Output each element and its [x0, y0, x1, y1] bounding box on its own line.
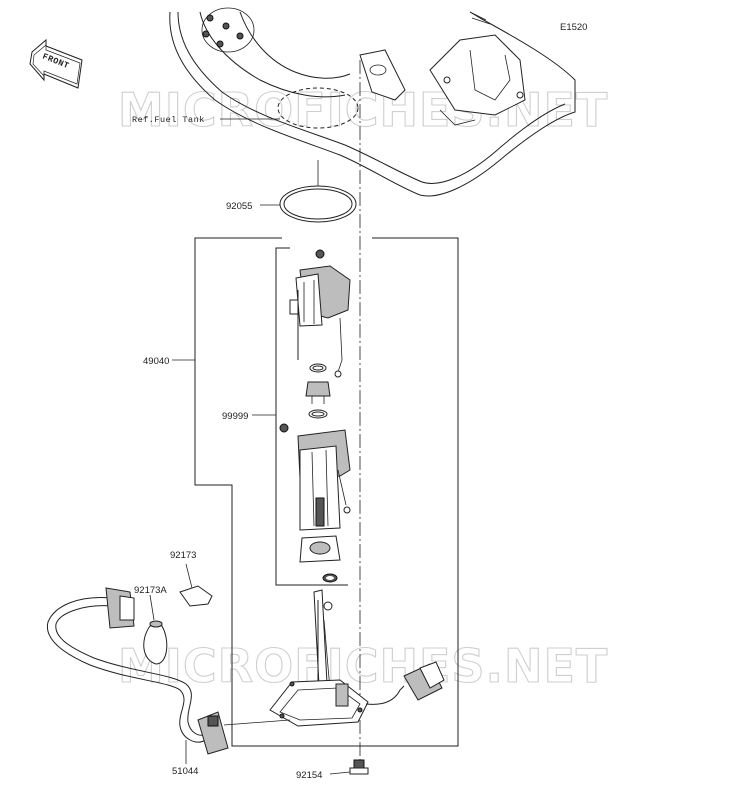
pump-filter-nut [279, 423, 289, 433]
watermark-top: MICROFICHES.NET [118, 83, 608, 137]
hose-clamp [179, 563, 213, 607]
front-arrow-icon: FRONT [29, 38, 83, 89]
diagram-ref-code: E1520 [560, 22, 587, 33]
o-ring-lower [322, 573, 338, 583]
flange-bolt [349, 759, 369, 775]
watermark-bottom: MICROFICHES.NET [118, 639, 608, 693]
part-label-99999: 99999 [222, 411, 248, 422]
pump-filter-base [299, 535, 341, 563]
part-label-49040: 49040 [143, 356, 169, 367]
fuel-hose [46, 587, 291, 755]
part-label-92173A: 92173A [134, 585, 167, 596]
pump-connector-harness [365, 661, 445, 705]
pump-flange-plate [269, 679, 369, 727]
hose-clamp-a [143, 594, 168, 665]
assembly-bracket-99999 [275, 247, 348, 586]
pump-coupler [305, 381, 331, 404]
o-ring-middle [308, 409, 328, 419]
o-ring-upper [309, 363, 327, 373]
part-label-92173: 92173 [170, 550, 196, 561]
pump-upper-housing [289, 249, 351, 378]
assembly-bracket-49040 [194, 237, 459, 747]
part-label-92154: 92154 [296, 770, 322, 781]
gasket-ring [279, 160, 357, 223]
ref-fuel-tank-label: Ref.Fuel Tank [132, 115, 205, 125]
fuel-tank-outline [169, 7, 576, 197]
part-label-51044: 51044 [172, 766, 198, 777]
pump-main-body [297, 429, 351, 531]
part-label-92055: 92055 [226, 201, 252, 212]
